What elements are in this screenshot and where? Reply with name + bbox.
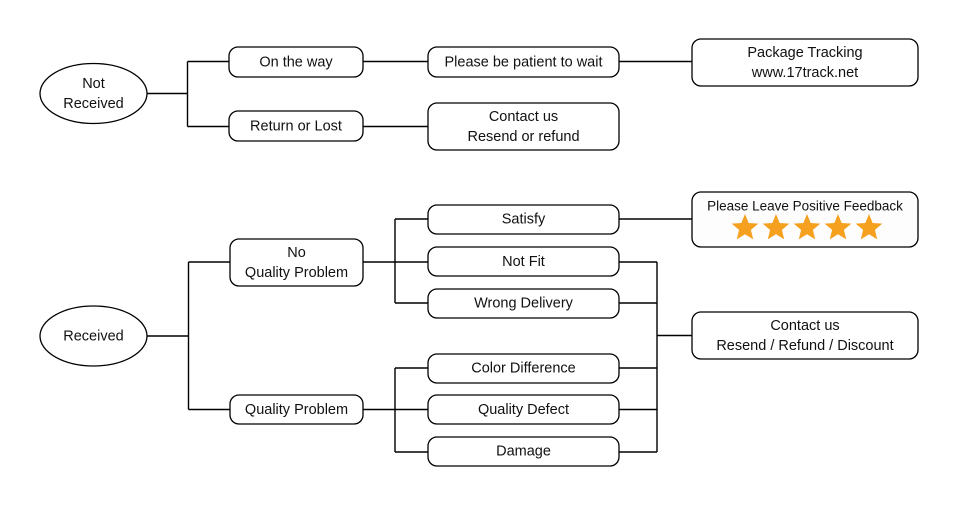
node-package-tracking[interactable]: Package Tracking www.17track.net	[691, 38, 919, 87]
damage-box	[427, 436, 620, 467]
wrong-delivery-box	[427, 288, 620, 319]
quality-problem-box	[229, 394, 364, 425]
quality-problem-label: Quality Problem	[245, 402, 348, 418]
node-quality-defect[interactable]: Quality Defect	[427, 394, 620, 425]
satisfy-label: Satisfy	[502, 211, 546, 227]
node-received[interactable]: Received	[39, 305, 148, 367]
package-tracking-box	[691, 38, 919, 87]
resend-or-refund-label: Resend or refund	[467, 129, 579, 145]
package-tracking-label: Package Tracking	[747, 45, 862, 61]
color-difference-box	[427, 353, 620, 384]
return-or-lost-box	[228, 110, 364, 142]
wrong-delivery-label: Wrong Delivery	[474, 295, 574, 311]
no-label: No	[287, 245, 306, 261]
no-quality-problem-box	[229, 238, 364, 287]
resend-refund-discount-label: Resend / Refund / Discount	[716, 338, 893, 354]
node-color-difference[interactable]: Color Difference	[427, 353, 620, 384]
not-received-label-line1: Not	[82, 76, 105, 92]
no-quality-problem-label: Quality Problem	[245, 265, 348, 281]
node-contact-us-resend-refund[interactable]: Contact us Resend or refund	[427, 102, 620, 151]
on-the-way-label: On the way	[259, 54, 333, 70]
quality-defect-box	[427, 394, 620, 425]
not-fit-box	[427, 246, 620, 277]
node-quality-problem[interactable]: Quality Problem	[229, 394, 364, 425]
not-received-ellipse	[39, 62, 148, 125]
node-return-or-lost[interactable]: Return or Lost	[228, 110, 364, 142]
contact-us-label: Contact us	[489, 109, 558, 125]
received-label: Received	[63, 328, 123, 344]
received-ellipse	[39, 305, 148, 367]
positive-feedback-label: Please Leave Positive Feedback	[707, 199, 903, 214]
contact-us-2-label: Contact us	[770, 318, 839, 334]
node-satisfy[interactable]: Satisfy	[427, 204, 620, 235]
please-be-patient-label: Please be patient to wait	[445, 54, 603, 70]
damage-label: Damage	[496, 443, 551, 459]
star-icon	[793, 214, 821, 240]
node-on-the-way[interactable]: On the way	[228, 46, 364, 78]
node-damage[interactable]: Damage	[427, 436, 620, 467]
star-icon	[731, 214, 759, 240]
color-difference-label: Color Difference	[471, 360, 576, 376]
node-not-received[interactable]: Not Received	[39, 62, 148, 125]
star-icon	[855, 214, 883, 240]
node-contact-us-resend-refund-discount[interactable]: Contact us Resend / Refund / Discount	[691, 311, 919, 360]
satisfy-box	[427, 204, 620, 235]
node-please-be-patient[interactable]: Please be patient to wait	[427, 46, 620, 78]
quality-defect-label: Quality Defect	[478, 402, 569, 418]
node-positive-feedback[interactable]: Please Leave Positive Feedback	[691, 191, 919, 248]
tracking-url-label: www.17track.net	[751, 65, 858, 81]
contact-us-discount-box	[691, 311, 919, 360]
node-not-fit[interactable]: Not Fit	[427, 246, 620, 277]
connectors-received	[147, 218, 692, 453]
star-rating	[731, 214, 883, 240]
node-no-quality-problem[interactable]: No Quality Problem	[229, 238, 364, 287]
star-icon	[824, 214, 852, 240]
not-fit-label: Not Fit	[502, 254, 545, 270]
connectors-not-received	[147, 60, 692, 128]
return-or-lost-label: Return or Lost	[250, 118, 342, 134]
node-wrong-delivery[interactable]: Wrong Delivery	[427, 288, 620, 319]
contact-us-resend-refund-box	[427, 102, 620, 151]
not-received-label-line2: Received	[63, 96, 123, 112]
please-be-patient-box	[427, 46, 620, 78]
star-icon	[762, 214, 790, 240]
on-the-way-box	[228, 46, 364, 78]
